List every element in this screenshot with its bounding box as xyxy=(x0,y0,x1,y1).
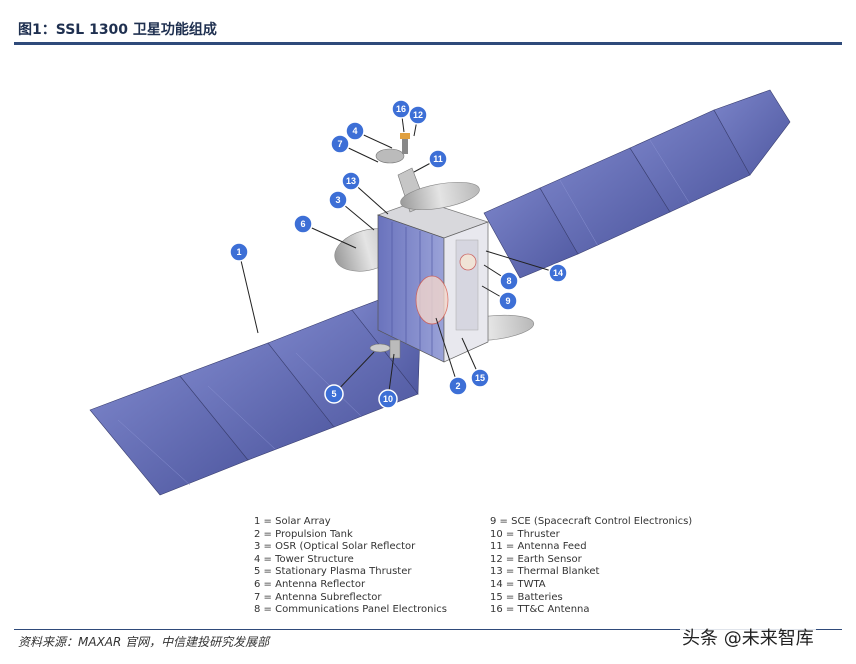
svg-text:8: 8 xyxy=(506,276,511,286)
callout-4: 4 xyxy=(345,121,365,141)
footer-divider xyxy=(14,629,842,630)
solar-array-left xyxy=(89,291,421,496)
svg-text:13: 13 xyxy=(346,176,356,186)
legend-item: 4 = Tower Structure xyxy=(254,553,354,565)
title-divider xyxy=(14,42,842,45)
callout-13: 13 xyxy=(341,171,361,191)
solar-array-right xyxy=(483,89,791,279)
svg-text:15: 15 xyxy=(475,373,485,383)
svg-text:1: 1 xyxy=(236,247,241,257)
callout-markers: 1 2 3 4 5 6 7 8 9 10 11 12 13 14 15 16 xyxy=(229,99,568,409)
svg-text:16: 16 xyxy=(396,104,406,114)
legend-item: 9 = SCE (Spacecraft Control Electronics) xyxy=(490,516,693,527)
svg-text:10: 10 xyxy=(383,394,393,404)
callout-11: 11 xyxy=(428,149,448,169)
watermark: 头条 @未来智库 xyxy=(680,624,816,650)
legend-item: 14 = TWTA xyxy=(490,578,546,590)
tower-structure xyxy=(375,133,480,213)
legend-item: 3 = OSR (Optical Solar Reflector xyxy=(254,541,416,553)
svg-text:14: 14 xyxy=(553,268,563,278)
callout-12: 12 xyxy=(408,105,428,125)
svg-text:4: 4 xyxy=(352,126,357,136)
legend-item: 15 = Batteries xyxy=(490,591,563,603)
callout-2: 2 xyxy=(448,376,468,396)
legend-item: 8 = Communications Panel Electronics xyxy=(254,604,447,616)
legend-item: 12 = Earth Sensor xyxy=(490,553,582,565)
legend-item: 7 = Antenna Subreflector xyxy=(254,591,382,603)
legend-item: 5 = Stationary Plasma Thruster xyxy=(254,566,412,578)
figure-title: 图1：SSL 1300 卫星功能组成 xyxy=(18,22,217,38)
svg-text:12: 12 xyxy=(413,110,423,120)
svg-text:5: 5 xyxy=(331,389,336,399)
callout-5: 5 xyxy=(324,384,344,404)
callout-9: 9 xyxy=(498,291,518,311)
legend-item: 6 = Antenna Reflector xyxy=(254,578,366,590)
svg-text:11: 11 xyxy=(433,154,443,164)
callout-15: 15 xyxy=(470,368,490,388)
satellite-body xyxy=(376,199,490,363)
legend-item: 2 = Propulsion Tank xyxy=(254,528,353,540)
legend-item: 16 = TT&C Antenna xyxy=(490,604,590,616)
legend-item: 1 = Solar Array xyxy=(254,516,331,527)
svg-text:7: 7 xyxy=(337,139,342,149)
svg-text:2: 2 xyxy=(455,381,460,391)
legend-item: 11 = Antenna Feed xyxy=(490,541,587,553)
source-note: 资料来源：MAXAR 官网，中信建投研究发展部 xyxy=(18,635,270,649)
callout-6: 6 xyxy=(293,214,313,234)
legend-item: 13 = Thermal Blanket xyxy=(490,566,600,578)
callout-16: 16 xyxy=(391,99,411,119)
legend-right-column: 9 = SCE (Spacecraft Control Electronics)… xyxy=(490,516,692,617)
svg-text:9: 9 xyxy=(505,296,510,306)
callout-7: 7 xyxy=(330,134,350,154)
satellite-diagram: 1 2 3 4 5 6 7 8 9 10 11 12 13 14 15 16 xyxy=(89,89,791,496)
legend-left-column: 1 = Solar Array 2 = Propulsion Tank 3 = … xyxy=(254,516,447,617)
callout-3: 3 xyxy=(328,190,348,210)
legend-item: 10 = Thruster xyxy=(490,528,560,540)
callout-14: 14 xyxy=(548,263,568,283)
thruster-assembly xyxy=(369,339,401,359)
callout-1: 1 xyxy=(229,242,249,262)
svg-text:6: 6 xyxy=(300,219,305,229)
callout-10: 10 xyxy=(378,389,398,409)
callout-8: 8 xyxy=(499,271,519,291)
svg-text:3: 3 xyxy=(335,195,340,205)
